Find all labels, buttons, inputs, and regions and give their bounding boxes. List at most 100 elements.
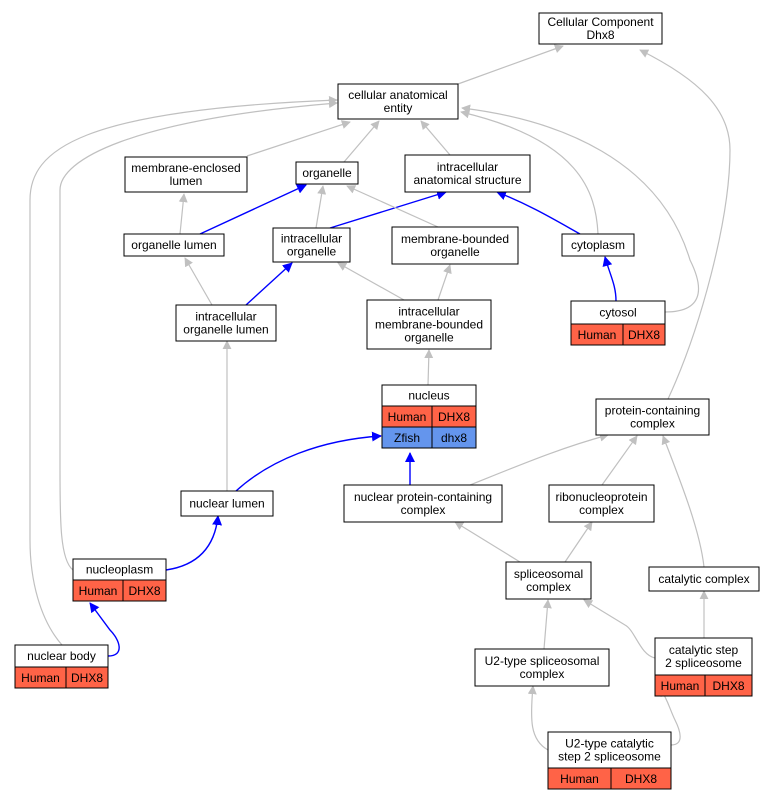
node-label-box <box>124 156 248 193</box>
node-label-line: complex <box>526 580 571 594</box>
node-label-line: Cellular Component <box>547 15 654 29</box>
node-label-line: spliceosomal <box>514 567 583 581</box>
node-label-box <box>404 154 531 193</box>
node-label-line: organelle <box>287 245 337 259</box>
node-label-line: ribonucleoprotein <box>555 490 647 504</box>
edge-cae-to-cc_dhx8 <box>457 44 564 85</box>
gene-label: DHX8 <box>628 328 660 342</box>
edge-ias-to-cae <box>420 120 451 156</box>
node-label-line: nuclear protein-containing <box>354 490 492 504</box>
node-label-line: intracellular <box>195 310 256 324</box>
node-label-box <box>391 226 519 265</box>
gene-cell <box>65 666 109 689</box>
node-label-box <box>505 561 592 600</box>
node-label-line: catalytic step <box>669 643 739 657</box>
node-label-line: U2-type spliceosomal <box>485 654 600 668</box>
node-label-box <box>366 299 492 350</box>
edge-nucleoplasm-to-nuclear_lumen <box>165 515 223 571</box>
node-nuclear-lumen[interactable]: nuclear lumen <box>180 490 274 517</box>
node-label-line: nucleus <box>408 389 449 403</box>
node-label-box <box>595 398 710 436</box>
edge-nuclear_body-to-cae <box>29 95 338 646</box>
node-org-lumen[interactable]: organelle lumen <box>123 233 225 257</box>
node-label-line: complex <box>520 667 565 681</box>
node-label-line: cellular anatomical <box>348 88 447 102</box>
edge-ic_org-to-organelle <box>315 185 327 229</box>
edge-u2cs2-to-cs2 <box>659 687 681 746</box>
edge-cytoplasm-to-ias <box>496 190 581 235</box>
species-label: Human <box>661 679 700 693</box>
edge-org_lumen-to-mel <box>178 193 188 235</box>
node-label-box <box>272 227 351 263</box>
edge-cytoplasm-to-cae <box>460 109 599 235</box>
node-label-box <box>343 484 503 523</box>
node-label-line: cytoplasm <box>571 238 625 252</box>
edge-icol-to-ic_org <box>245 262 293 306</box>
node-catalytic[interactable]: catalytic complex <box>648 566 760 592</box>
edge-cytosol-to-cae <box>461 104 700 313</box>
node-label-line: protein-containing <box>605 404 700 418</box>
edge-spliceosomal-to-rnp <box>564 521 593 563</box>
edge-ic_org-to-ias <box>329 189 447 229</box>
gene-label: DHX8 <box>128 584 160 598</box>
node-label-box <box>474 648 610 687</box>
edge-icol-to-org_lumen <box>184 257 213 306</box>
node-label-line: complex <box>401 503 446 517</box>
node-cytoplasm[interactable]: cytoplasm <box>561 233 635 257</box>
edge-cytosol-to-cytoplasm <box>602 256 617 302</box>
node-label-line: membrane-bounded <box>401 232 509 246</box>
node-label-line: nucleoplasm <box>86 563 153 577</box>
node-label-line: U2-type catalytic <box>565 737 654 751</box>
node-label-line: nuclear lumen <box>189 497 264 511</box>
node-label-line: 2 spliceosome <box>665 656 742 670</box>
node-label-line: entity <box>384 101 413 115</box>
edge-catalytic-to-pcc <box>661 435 705 568</box>
node-label-line: catalytic complex <box>658 572 749 586</box>
gene-label: DHX8 <box>625 772 657 786</box>
edge-nucleus-to-imbo <box>424 349 434 386</box>
edge-rnp-to-pcc <box>601 435 638 486</box>
node-label-box <box>654 637 753 676</box>
edge-mel-to-cae <box>246 120 351 157</box>
edge-cs2-to-spliceosomal <box>583 599 656 659</box>
edge-organelle-to-cae <box>343 120 380 163</box>
node-label-line: membrane-bounded <box>375 318 483 332</box>
edge-npcc-to-pcc <box>469 432 609 486</box>
gene-cell <box>622 323 666 346</box>
gene-cell <box>610 767 672 790</box>
node-label-line: cytosol <box>599 306 636 320</box>
edge-mbo-to-organelle <box>346 185 439 228</box>
edge-pcc-to-cc_dhx8 <box>639 49 731 400</box>
edge-nucleoplasm-to-cae <box>59 99 338 571</box>
gene-label: DHX8 <box>71 671 103 685</box>
node-organelle[interactable]: organelle <box>295 161 359 185</box>
node-label-box <box>538 12 663 45</box>
node-label-line: intracellular <box>437 160 498 174</box>
node-label-line: complex <box>630 417 675 431</box>
node-label-box <box>180 490 274 517</box>
node-label-line: complex <box>579 503 624 517</box>
species-label: Zfish <box>394 431 420 445</box>
node-label-line: organelle <box>302 166 352 180</box>
